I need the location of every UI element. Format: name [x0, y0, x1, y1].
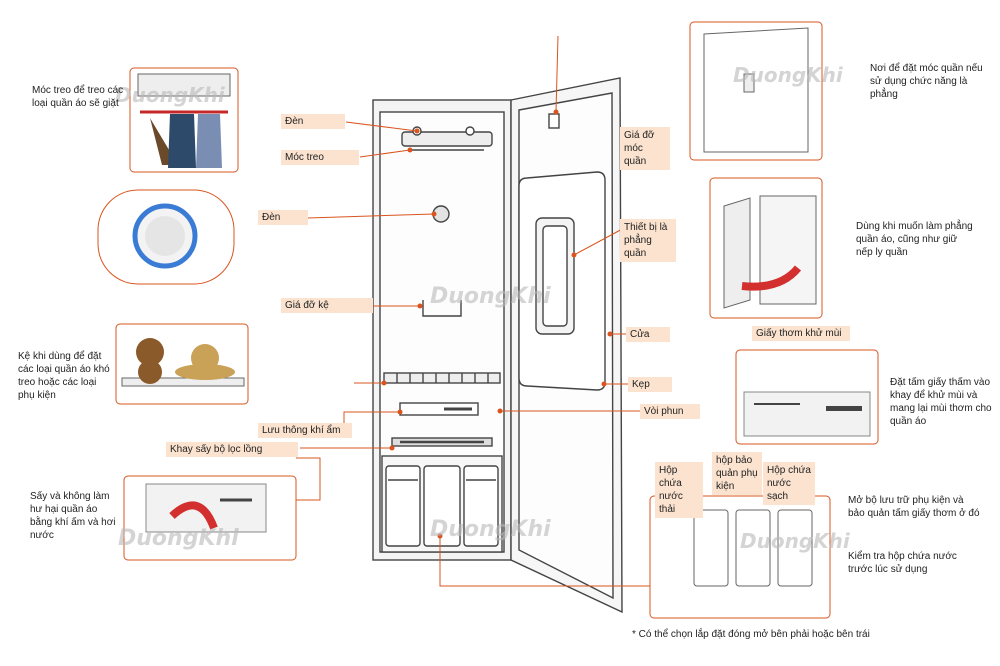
desc-dung-khi-muon: Dùng khi muốn làm phẳng quần áo, cũng nh… [856, 221, 973, 258]
label-gia-do-ke: Giá đỡ kệ [281, 298, 373, 313]
label-giay-thom: Giấy thơm khử mùi [752, 326, 850, 341]
door [510, 77, 623, 614]
watermark: DuongKhi [118, 526, 239, 551]
label-hop-nuoc-thai: Hộp chứa nước thải [655, 462, 703, 518]
watermark: DuongKhi [430, 284, 551, 309]
desc-ke: Kệ khi dùng để đặt các loại quần áo khó … [18, 351, 110, 401]
label-hop-phu-kien: hộp bảo quản phụ kiện [712, 452, 762, 495]
inset-shelf [121, 338, 245, 387]
label-hop-nuoc-sach: Hộp chứa nước sạch [763, 462, 815, 505]
callout-dots [381, 109, 613, 539]
desc-noi-dat-moc: Nơi để đặt móc quần nếu sử dụng chức năn… [870, 63, 983, 100]
label-thiet-bi-phang-quan: Thiết bị là phẳng quần [620, 219, 676, 262]
label-voi-phun: Vòi phun [640, 404, 700, 419]
label-kep: Kẹp [628, 377, 672, 392]
label-den-mid: Đèn [258, 210, 308, 225]
inset-hangers [137, 73, 231, 168]
watermark: DuongKhi [733, 63, 844, 87]
footnote: * Có thể chọn lắp đặt đóng mở bên phải h… [632, 629, 870, 640]
watermark: DuongKhi [430, 517, 551, 542]
desc-mo-bo-luu-tru: Mở bộ lưu trữ phụ kiện và bảo quản tấm g… [848, 495, 980, 519]
inset-door-holder [703, 27, 809, 153]
label-moc-treo: Móc treo [281, 150, 359, 165]
desc-moc-treo: Móc treo để treo các loại quần áo sẽ giặ… [32, 85, 124, 109]
watermark: DuongKhi [115, 83, 226, 107]
label-den-top: Đèn [281, 114, 345, 129]
desc-kiem-tra: Kiểm tra hộp chứa nước trước lúc sử dụng [848, 551, 957, 575]
desc-dat-tam-giay: Đặt tấm giấy thấm vào khay để khử mùi và… [890, 377, 992, 427]
cabinet [372, 99, 512, 561]
inset-dryer [145, 483, 267, 533]
inset-scent [743, 391, 871, 437]
label-luu-thong-khi-am: Lưu thông khí ẩm [258, 423, 352, 438]
label-khay-say: Khay sấy bộ lọc lồng [166, 442, 298, 457]
label-gia-do-moc-quan: Giá đỡ móc quần [620, 127, 670, 170]
inset-light [132, 203, 198, 269]
inset-press [723, 195, 817, 309]
inset-water [693, 509, 813, 587]
desc-say: Sấy và không làm hư hại quần áo bằng khí… [30, 491, 116, 541]
callout-lines [296, 35, 650, 587]
label-cua: Cửa [626, 327, 670, 342]
watermark: DuongKhi [740, 529, 851, 553]
